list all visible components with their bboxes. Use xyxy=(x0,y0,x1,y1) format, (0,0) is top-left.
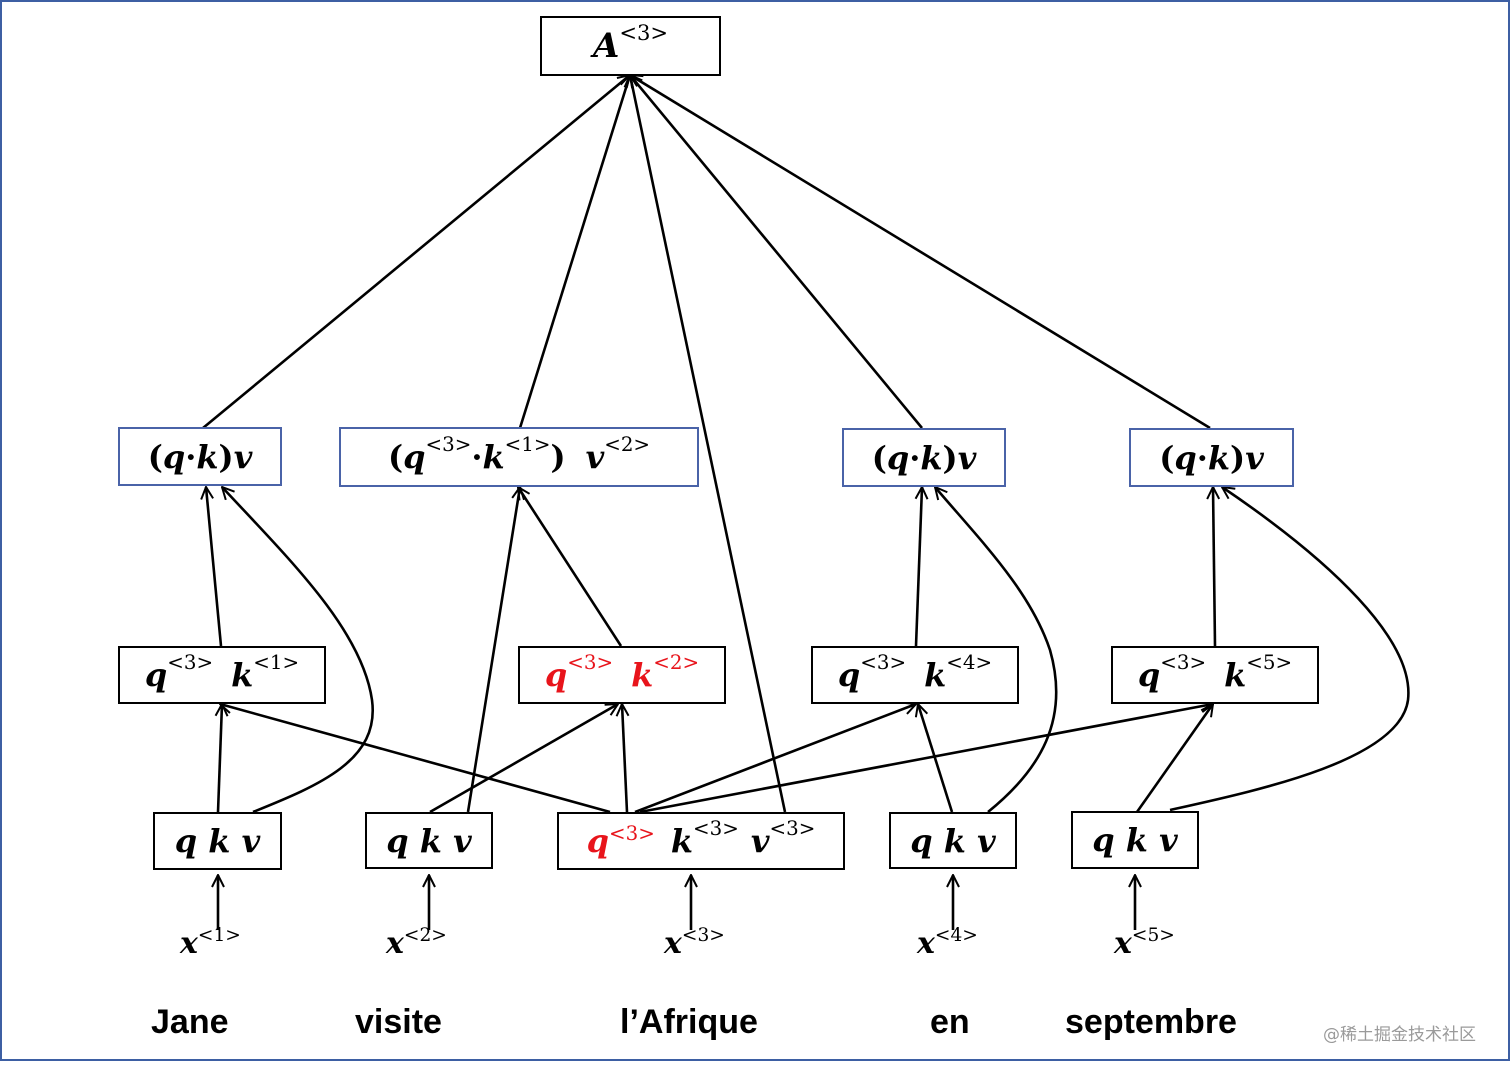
qk-pair-2-highlighted: q<3>k<2> xyxy=(518,646,726,704)
qk-pair-1: q<3>k<1> xyxy=(118,646,326,704)
query-3: q<3> xyxy=(586,821,655,860)
arrow-qk5-to-att4 xyxy=(1213,487,1215,647)
qkv-node-2: q k v xyxy=(365,812,493,869)
arrow-att4-to-output xyxy=(630,75,1211,430)
attention-term-3: (q · k)v xyxy=(842,428,1006,487)
input-x1: x<1> xyxy=(180,925,241,961)
word-lafrique: l’Afrique xyxy=(620,1003,758,1041)
arrow-k5-to-qk5 xyxy=(1135,704,1213,813)
input-x5: x<5> xyxy=(1114,925,1175,961)
attention-term-4: (q · k)v xyxy=(1129,428,1294,487)
qkv-node-3: q<3>k<3>v<3> xyxy=(557,812,845,870)
watermark: @稀土掘金技术社区 xyxy=(1323,1025,1476,1045)
word-jane: Jane xyxy=(151,1003,229,1041)
arrow-qk1-to-att1 xyxy=(206,487,223,647)
input-x2: x<2> xyxy=(386,925,447,961)
arrow-qkv3-to-output xyxy=(630,75,787,813)
qk-pair-5: q<3>k<5> xyxy=(1111,646,1319,704)
arrow-att3-to-output xyxy=(630,75,924,429)
arrow-att2-to-output xyxy=(518,75,630,429)
attention-term-2: (q<3>· k<1>)v<2> xyxy=(339,427,699,487)
input-x4: x<4> xyxy=(917,925,978,961)
attention-term-1: (q · k)v xyxy=(118,427,282,486)
qkv-node-1: q k v xyxy=(153,812,282,870)
qk-pair-4: q<3>k<4> xyxy=(811,646,1019,704)
arrow-q3-to-qk4 xyxy=(634,704,916,814)
arrow-qk2-to-att2 xyxy=(518,487,623,647)
word-septembre: septembre xyxy=(1065,1003,1237,1041)
arrow-qk4-to-att3 xyxy=(916,487,922,647)
output-sup: <3> xyxy=(619,20,669,46)
arrow-k4-to-qk4 xyxy=(918,704,954,813)
arrow-k1-to-qk1 xyxy=(218,704,222,813)
input-x3: x<3> xyxy=(664,925,725,961)
word-en: en xyxy=(930,1003,970,1041)
arrow-q3-to-qk1 xyxy=(220,704,611,814)
arrow-q3-to-qk5 xyxy=(639,704,1213,814)
qkv-node-5: q k v xyxy=(1071,811,1199,869)
arrow-v4-to-att3 xyxy=(935,487,1058,814)
output-node: A<3> xyxy=(540,16,721,76)
arrow-k2-to-qk2 xyxy=(429,702,618,814)
word-visite: visite xyxy=(355,1003,442,1041)
arrow-v1-to-att1 xyxy=(222,487,375,814)
arrow-v5-to-att4 xyxy=(1169,487,1410,812)
qkv-node-4: q k v xyxy=(889,812,1017,869)
arrow-v2-to-att2 xyxy=(466,487,520,813)
arrow-q3-to-qk2 xyxy=(622,704,627,813)
output-base: A xyxy=(592,26,620,66)
arrow-att1-to-output xyxy=(202,75,630,430)
